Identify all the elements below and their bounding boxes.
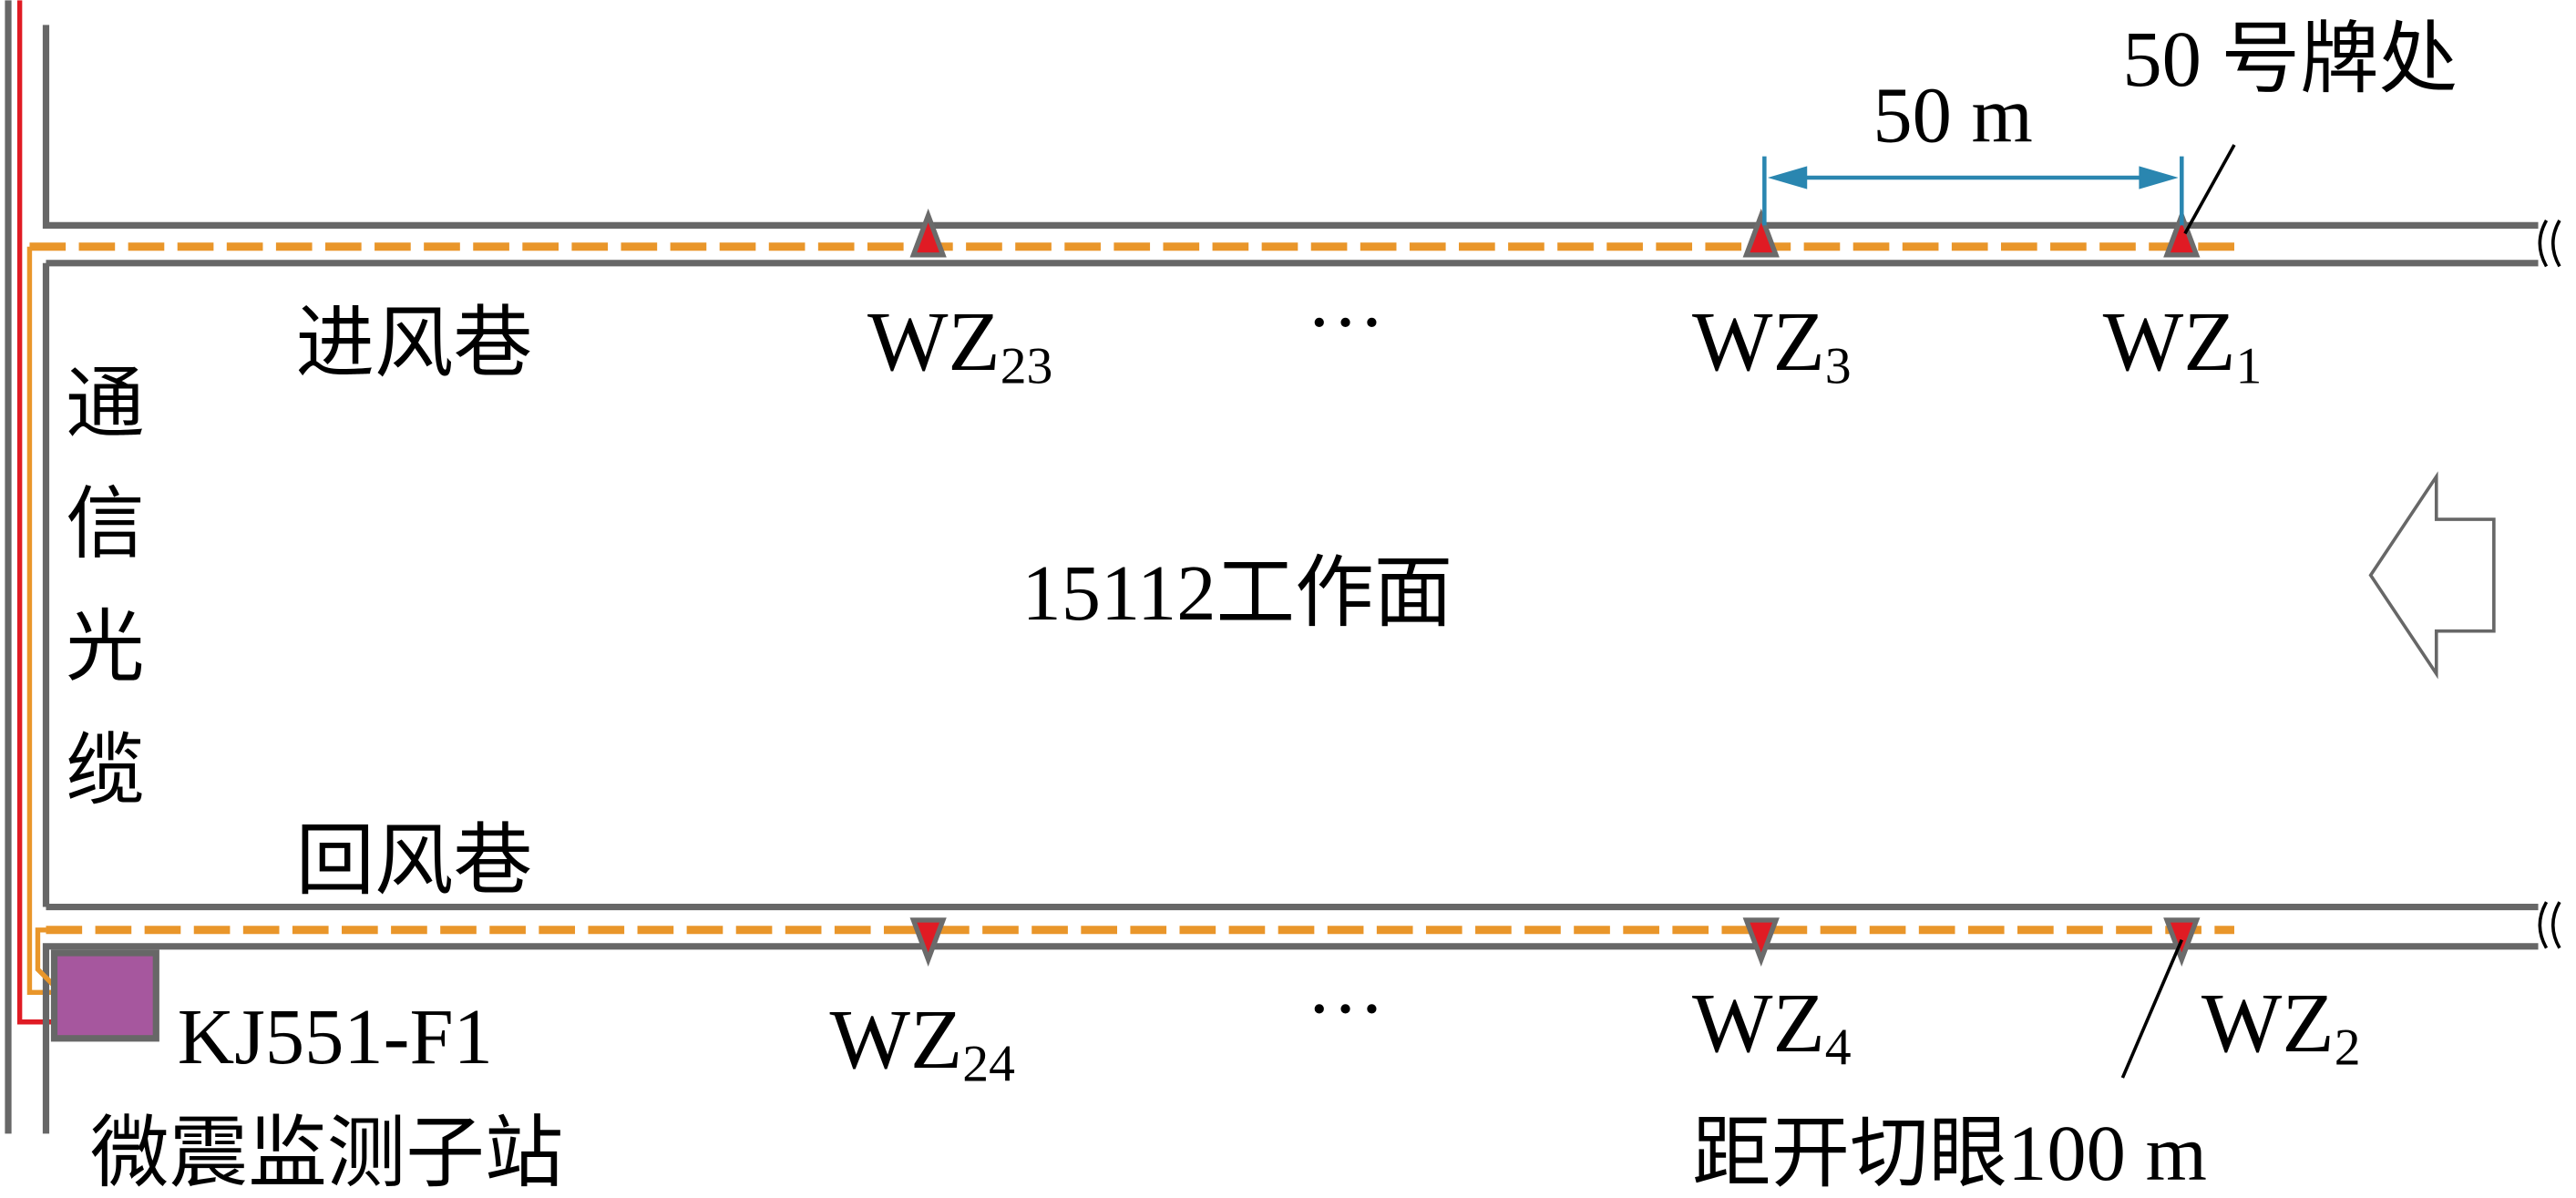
marker-label: 50 号牌处 (2122, 15, 2458, 103)
sensor-label-wz2: WZ2 (2201, 976, 2361, 1076)
distance-leader-line (2120, 938, 2183, 1079)
sensor-label-wz4: WZ4 (1692, 976, 1852, 1076)
sensor-wz3-marker (1742, 208, 1780, 258)
return-roadway-outer-wall (42, 943, 2539, 1134)
distance-note: 距开切眼100 m (1692, 1110, 2207, 1197)
dimension-arrow-right (2139, 166, 2179, 189)
marker-leader-line (2183, 144, 2236, 235)
intake-roadway-outer-wall (42, 25, 2539, 229)
dimension-arrow-left (1767, 166, 1808, 189)
ellipsis-top: ··· (1306, 279, 1384, 366)
substation-model: KJ551-F1 (178, 993, 493, 1080)
advance-direction-arrow (2368, 471, 2496, 680)
sensor-wz23-marker (909, 208, 947, 258)
svg-text:通: 通 (66, 361, 145, 448)
sensor-wz4-marker (1742, 917, 1780, 967)
return-cable-link (35, 927, 56, 988)
sensor-wz1-marker (2163, 208, 2201, 258)
sensor-wz2-marker (2163, 917, 2201, 967)
break-symbol-top (2538, 220, 2561, 268)
ellipsis-bottom: ··· (1306, 965, 1384, 1052)
dimension-spacing-label: 50 m (1873, 71, 2032, 159)
sensor-label-wz24: WZ24 (829, 992, 1014, 1092)
svg-text:缆: 缆 (66, 727, 145, 814)
svg-text:信: 信 (66, 480, 145, 568)
working-face-label: 15112工作面 (1021, 549, 1452, 637)
intake-roadway-label: 进风巷 (296, 300, 533, 387)
svg-text:光: 光 (66, 604, 145, 691)
sensor-wz24-marker (909, 917, 947, 967)
return-roadway-label: 回风巷 (296, 817, 533, 905)
break-symbol-bottom (2538, 901, 2561, 949)
sensor-label-wz23: WZ23 (867, 294, 1052, 394)
sensor-label-wz1: WZ1 (2103, 294, 2263, 394)
fiber-cable-label: 通 信 光 缆 (66, 361, 145, 814)
substation-box (50, 949, 159, 1042)
substation-name: 微震监测子站 (90, 1110, 563, 1197)
fiber-cable-vertical (26, 246, 55, 996)
sensor-label-wz3: WZ3 (1692, 294, 1852, 394)
